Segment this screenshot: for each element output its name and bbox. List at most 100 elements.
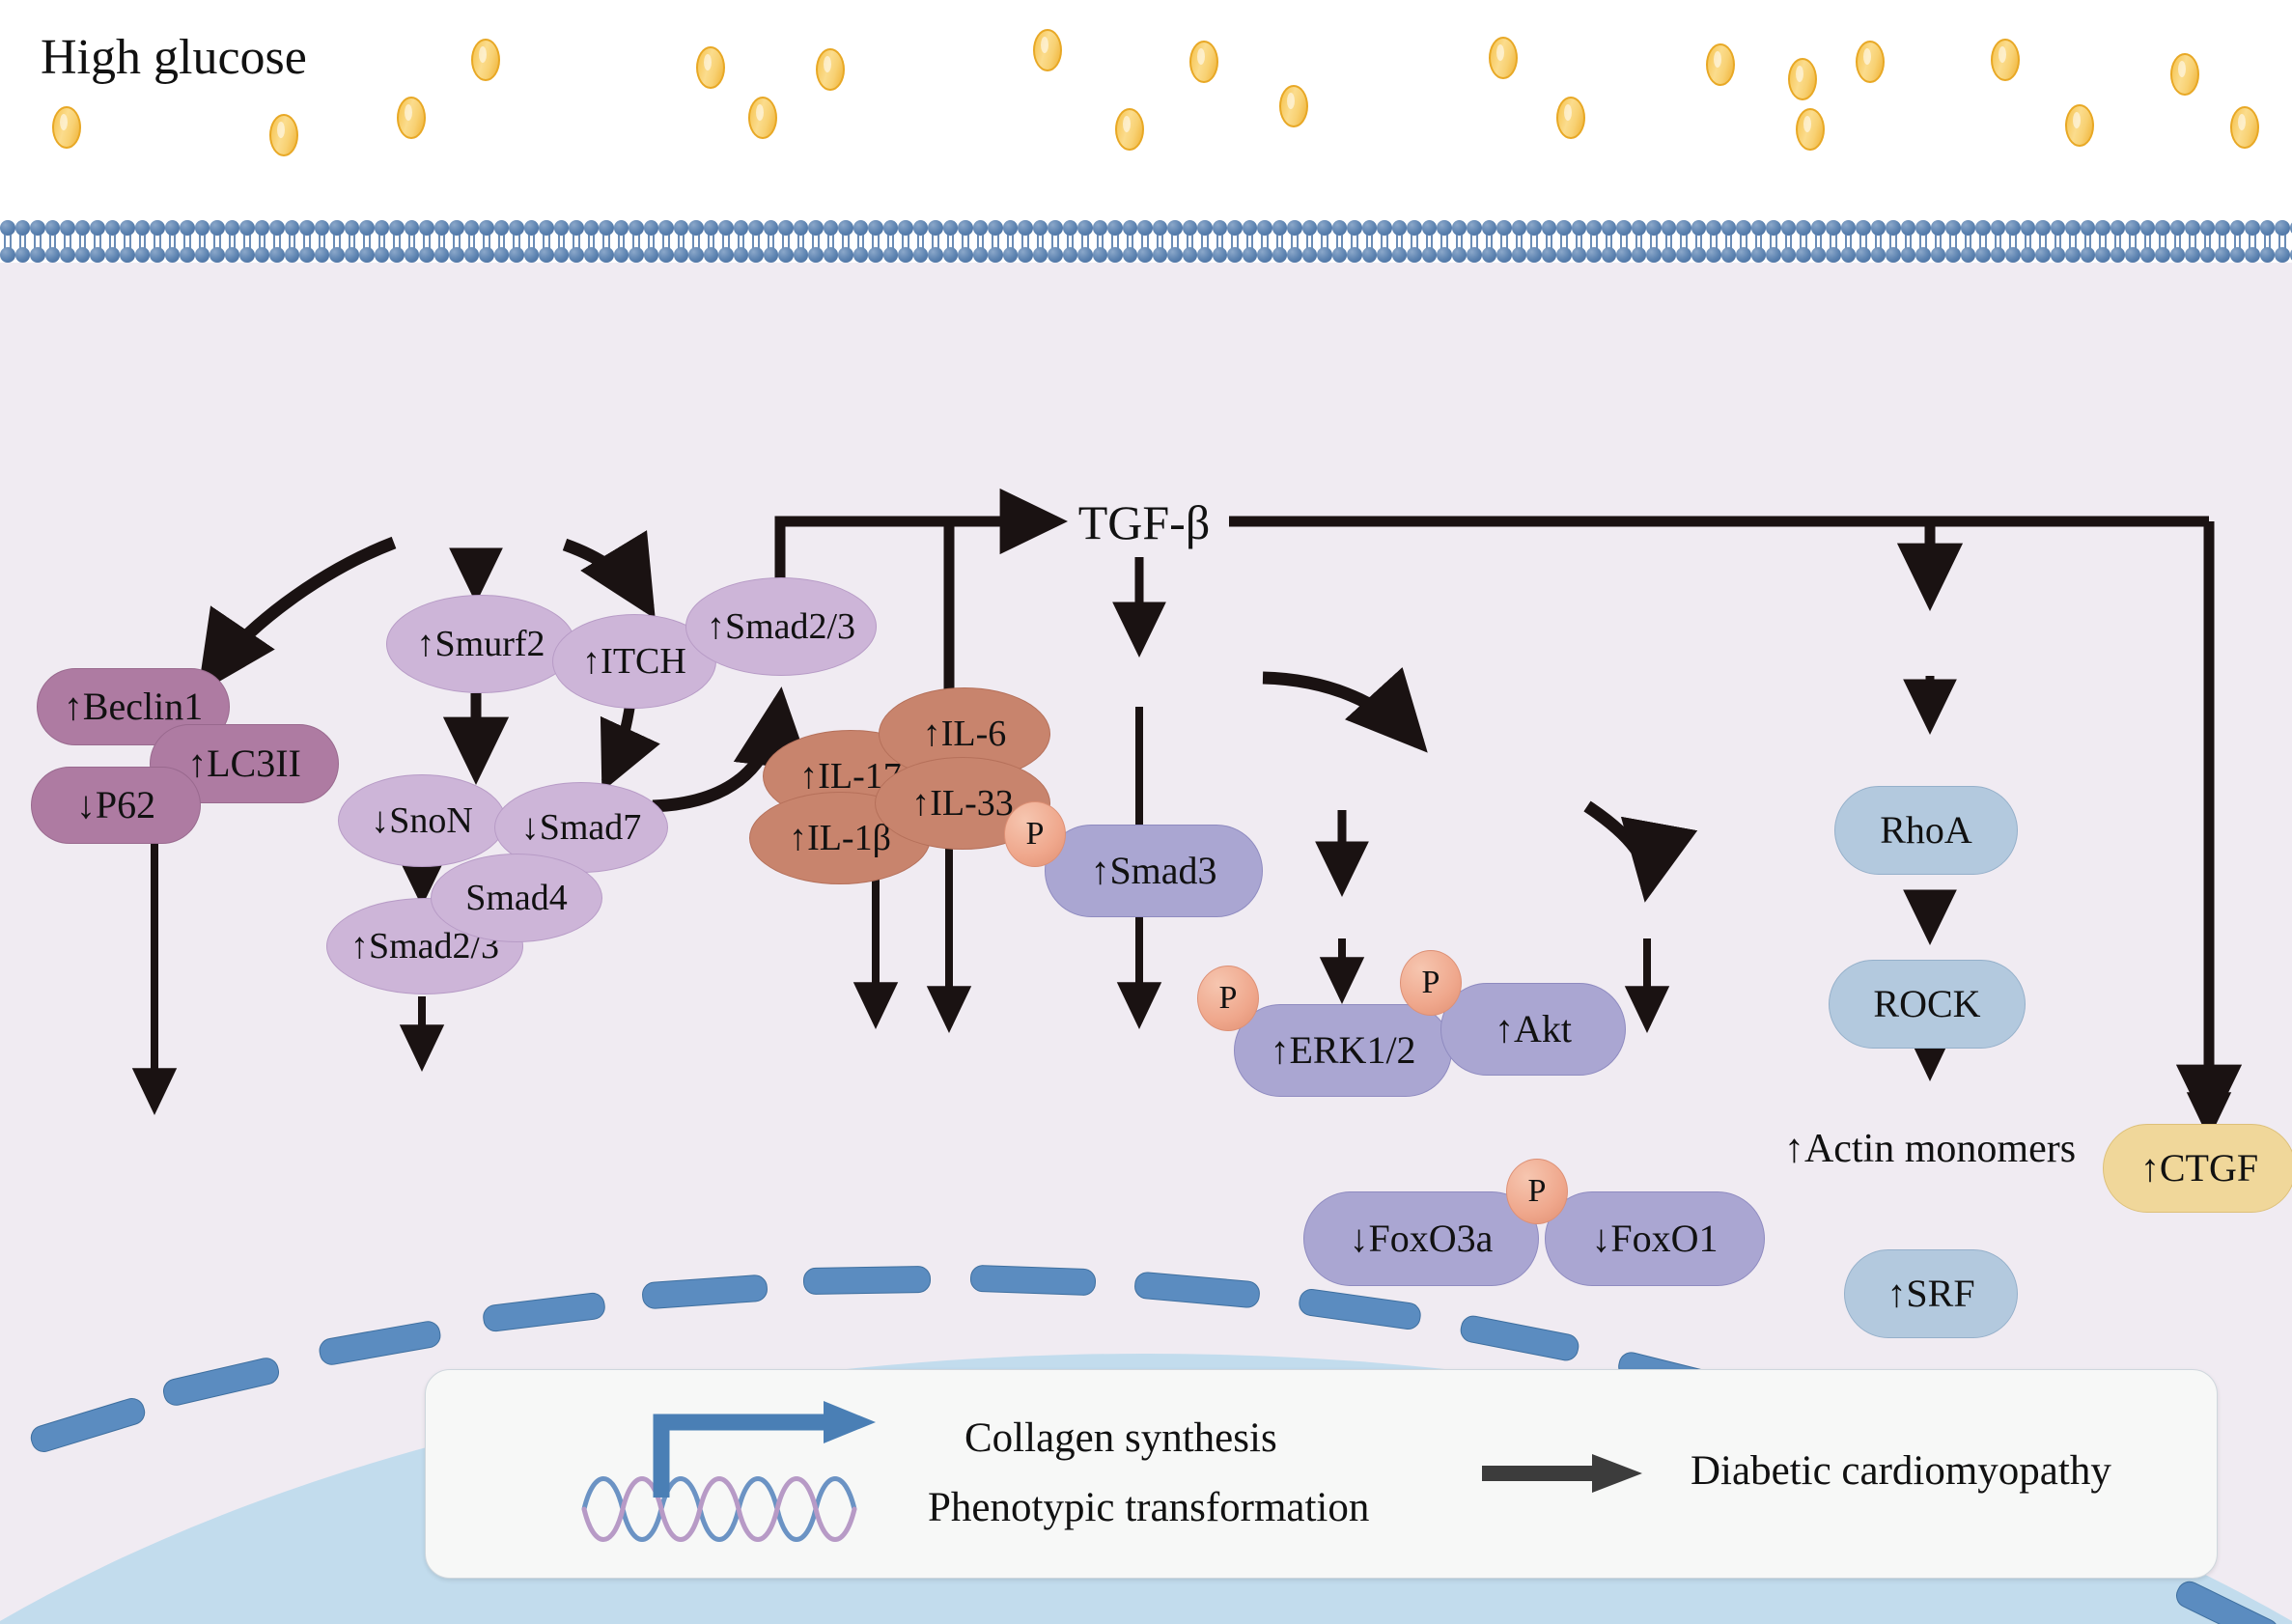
- glucose-molecule: [52, 106, 82, 149]
- node-p62[interactable]: ↓P62: [31, 767, 201, 844]
- node-rock[interactable]: ROCK: [1829, 960, 2026, 1049]
- lipid-head: [1586, 220, 1602, 236]
- lipid-tail: [15, 235, 31, 248]
- node-smad3[interactable]: ↑Smad3: [1045, 825, 1263, 917]
- node-srf[interactable]: ↑SRF: [1844, 1249, 2018, 1338]
- lipid-head: [1377, 247, 1392, 263]
- lipid-head: [2199, 247, 2215, 263]
- lipid-head: [778, 247, 794, 263]
- lipid-head: [1182, 220, 1197, 236]
- lipid-head: [120, 220, 135, 236]
- lipid-tail: [658, 235, 674, 248]
- lipid-head: [2185, 220, 2200, 236]
- lipid-head: [74, 220, 90, 236]
- lipid-head: [150, 247, 165, 263]
- lipid-tail: [105, 235, 121, 248]
- lipid-head: [658, 247, 674, 263]
- lipid-head: [134, 247, 150, 263]
- extracellular-space: High glucose: [0, 0, 2292, 220]
- lipid-head: [389, 247, 405, 263]
- lipid-head: [928, 247, 943, 263]
- lipid-head: [1601, 220, 1616, 236]
- lipid-head: [2035, 247, 2051, 263]
- node-snon[interactable]: ↓SnoN: [338, 774, 506, 867]
- node-foxo3a[interactable]: ↓FoxO3a: [1303, 1191, 1539, 1286]
- lipid-head: [180, 247, 195, 263]
- lipid-head: [1960, 220, 1975, 236]
- glucose-molecule: [1788, 58, 1818, 100]
- lipid-tail: [1107, 235, 1123, 248]
- lipid-head: [210, 247, 225, 263]
- lipid-head: [1437, 220, 1452, 236]
- lipid-tail: [2260, 235, 2276, 248]
- glucose-molecule: [1556, 97, 1585, 139]
- lipid-head: [2259, 247, 2275, 263]
- lipid-tail: [419, 235, 434, 248]
- lipid-tail: [1137, 235, 1153, 248]
- lipid-head: [838, 247, 853, 263]
- lipid-tail: [269, 235, 285, 248]
- lipid-head: [164, 247, 180, 263]
- lipid-tail: [2110, 235, 2126, 248]
- lipid-head: [703, 220, 718, 236]
- lipid-tail: [449, 235, 464, 248]
- node-smad23-upper[interactable]: ↑Smad2/3: [685, 577, 877, 676]
- lipid-head: [404, 247, 419, 263]
- lipid-tail: [1063, 235, 1078, 248]
- lipid-tail: [2155, 235, 2170, 248]
- lipid-tail: [1392, 235, 1408, 248]
- lipid-tail: [375, 235, 390, 248]
- node-il1b[interactable]: ↑IL-1β: [749, 792, 931, 884]
- node-ctgf[interactable]: ↑CTGF: [2103, 1124, 2292, 1213]
- node-akt[interactable]: ↑Akt: [1440, 983, 1626, 1076]
- lipid-tail: [1407, 235, 1422, 248]
- node-smad4[interactable]: Smad4: [431, 854, 602, 942]
- node-rhoa[interactable]: RhoA: [1834, 786, 2018, 875]
- lipid-head: [329, 220, 345, 236]
- node-foxo1[interactable]: ↓FoxO1: [1545, 1191, 1765, 1286]
- lipid-head: [1541, 220, 1556, 236]
- lipid-head: [1167, 220, 1183, 236]
- lipid-tail: [2170, 235, 2186, 248]
- node-beclin1[interactable]: ↑Beclin1: [37, 668, 230, 745]
- lipid-tail: [718, 235, 734, 248]
- lipid-head: [1421, 220, 1437, 236]
- lipid-head: [344, 247, 359, 263]
- lipid-head: [1915, 247, 1931, 263]
- lipid-tail: [1257, 235, 1272, 248]
- lipid-head: [1407, 220, 1422, 236]
- lipid-head: [104, 247, 120, 263]
- lipid-tail: [539, 235, 554, 248]
- lipid-head: [2020, 247, 2035, 263]
- node-smurf2[interactable]: ↑Smurf2: [386, 595, 575, 693]
- lipid-tail: [1991, 235, 2006, 248]
- lipid-head: [1511, 220, 1526, 236]
- lipid-head: [1062, 220, 1077, 236]
- lipid-tail: [569, 235, 584, 248]
- lipid-tail: [988, 235, 1003, 248]
- node-erk12[interactable]: ↑ERK1/2: [1234, 1004, 1452, 1097]
- lipid-head: [1421, 247, 1437, 263]
- lipid-head: [673, 247, 688, 263]
- lipid-head: [2095, 220, 2110, 236]
- lipid-head: [1870, 220, 1886, 236]
- lipid-tail: [1662, 235, 1677, 248]
- lipid-head: [1257, 247, 1272, 263]
- lipid-head: [569, 220, 584, 236]
- lipid-head: [1796, 220, 1811, 236]
- lipid-head: [2139, 220, 2155, 236]
- lipid-head: [1092, 247, 1107, 263]
- lipid-head: [433, 220, 449, 236]
- lipid-head: [2169, 220, 2185, 236]
- lipid-tail: [1272, 235, 1288, 248]
- phospho-badge-akt: P: [1400, 950, 1462, 1016]
- lipid-head: [1107, 220, 1123, 236]
- lipid-head: [1242, 220, 1257, 236]
- lipid-head: [90, 220, 105, 236]
- lipid-head: [1018, 220, 1033, 236]
- glucose-molecule: [396, 97, 426, 139]
- lipid-tail: [1243, 235, 1258, 248]
- lipid-head: [1227, 220, 1243, 236]
- lipid-head-row-outer: [0, 220, 2292, 236]
- lipid-tail: [30, 235, 45, 248]
